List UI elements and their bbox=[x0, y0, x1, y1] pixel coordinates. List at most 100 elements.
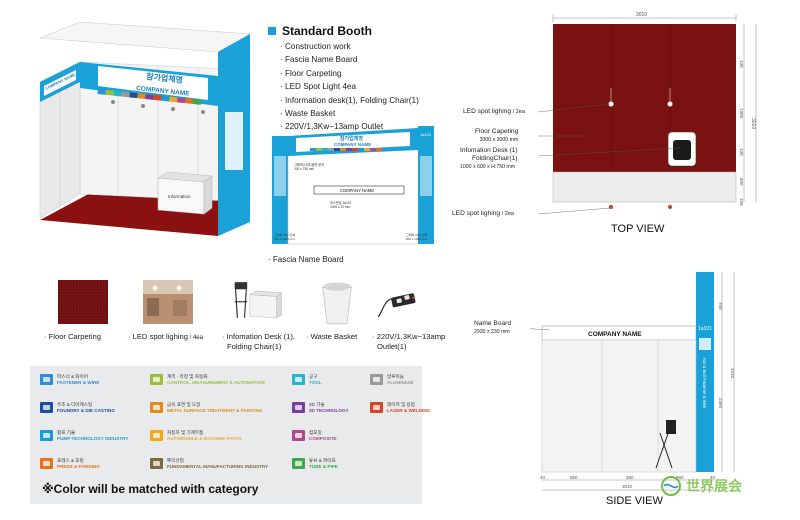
fascia-drawing-korean: 참가업체명 bbox=[340, 135, 363, 142]
side-name-board-text: Name Board bbox=[474, 320, 512, 327]
led-spot-photo bbox=[143, 280, 193, 324]
item-label-line2: Folding Chair(1) bbox=[227, 342, 282, 351]
top-led-bottom-suffix: / 2ea bbox=[500, 211, 515, 217]
category-korean: 파스너 & 와이어 bbox=[57, 374, 88, 379]
side-dim-0: 40 bbox=[540, 475, 546, 480]
top-led-bottom-text: LED spot lighing bbox=[452, 210, 501, 217]
top-led-bottom-label: LED spot lighing / 2ea bbox=[452, 210, 514, 218]
standard-booth-title: Standard Booth bbox=[268, 24, 372, 38]
side-view-title: SIDE VIEW bbox=[606, 495, 663, 507]
top-view-title: TOP VIEW bbox=[611, 223, 665, 235]
item-caption-desk: · Infomation Desk (1),Folding Chair(1) bbox=[222, 332, 296, 351]
category-icon bbox=[370, 374, 383, 386]
brand-logo: 世界展会 bbox=[660, 472, 784, 500]
list-item: Construction work bbox=[280, 40, 419, 53]
category-icon bbox=[292, 458, 305, 470]
top-right-seg-3: 600 bbox=[739, 178, 744, 186]
category-korean: 튜브 & 파이프 bbox=[309, 458, 336, 463]
category-english: COMPOSITE bbox=[309, 435, 337, 441]
note-mid-1: 부스번호 3a101 bbox=[330, 200, 352, 205]
note-bottom-right-2: 600 x 1000 mm bbox=[406, 237, 427, 241]
category-korean: 컴포짓 bbox=[309, 430, 322, 435]
category-korean: 3D 기술 bbox=[309, 402, 325, 407]
category-korean: 공구 bbox=[309, 374, 318, 379]
item-label: 220V/1,3Kw−13amp bbox=[376, 332, 446, 341]
item-caption-led: · LED spot lighing / 4ea bbox=[128, 332, 203, 341]
category-icon bbox=[370, 402, 383, 414]
category-english: AUTOMOBILE & MACHINE PARTS bbox=[167, 435, 242, 441]
category-icon bbox=[292, 374, 305, 386]
waste-basket-image bbox=[322, 282, 352, 325]
fascia-booth-number: 1a101 bbox=[420, 132, 432, 137]
category-english: TUBE & PIPE bbox=[309, 463, 338, 469]
top-width-dim: 3010 bbox=[636, 12, 647, 18]
standard-booth-list: Construction work Fascia Name Board Floo… bbox=[280, 40, 419, 134]
item-caption-carpet: · Floor Carpeting bbox=[44, 332, 101, 341]
note-bottom-left-1: 그래픽 하단 인쇄 bbox=[274, 232, 295, 237]
top-led-label: LED spot lighing / 2ea bbox=[463, 108, 525, 116]
list-item: Fascia Name Board bbox=[280, 53, 419, 66]
category-english: CONTROL, MEASUREMENT & AUTOMATION bbox=[167, 379, 265, 385]
side-dim-1: 950 bbox=[570, 475, 578, 480]
category-english: ALUMINIUM bbox=[387, 379, 414, 385]
category-english: TOOL bbox=[309, 379, 322, 385]
category-note: ※Color will be matched with category bbox=[42, 482, 259, 496]
note-left-1: 그래픽스위치출력 문자 bbox=[294, 162, 324, 167]
fascia-drawing-company: COMPANY NAME bbox=[334, 142, 371, 147]
side-dim-4: 40 bbox=[710, 475, 716, 480]
category-english: FASTENER & WIRE bbox=[57, 379, 100, 385]
list-item: LED Spot Light 4ea bbox=[280, 80, 419, 93]
side-name-board-size: 2930 x 230 mm bbox=[474, 329, 510, 335]
fascia-korean-text: 참가업체명 bbox=[146, 71, 184, 85]
power-outlet-image bbox=[377, 293, 416, 318]
note-bottom-right-1: 그래픽 하단 인쇄 bbox=[406, 232, 427, 237]
top-right-seg-2: 100 bbox=[739, 148, 744, 156]
category-icon bbox=[150, 430, 163, 442]
side-booth-number: 1a101 bbox=[698, 326, 712, 332]
category-korean: 주조 & 다이캐스팅 bbox=[57, 402, 93, 407]
side-view-drawing: 1a101 Nut & Bolt Fastener & Wire COMPANY… bbox=[530, 272, 735, 491]
top-right-dim: 3010 bbox=[750, 118, 756, 129]
top-desk-size: 1000 x 600 x H:750 mm bbox=[460, 164, 516, 170]
top-desk-label: Infomation Desk (1)FoldingChair(1)1000 x… bbox=[460, 147, 518, 171]
note-left-2: 200 x 750 mm bbox=[294, 167, 315, 171]
top-floor-label-text: Floor Capeting bbox=[475, 128, 519, 135]
top-led-label-text: LED spot lighing bbox=[463, 108, 512, 115]
title-bullet-square bbox=[268, 27, 276, 35]
logo-text: 世界展会 bbox=[686, 478, 742, 494]
category-icon bbox=[150, 374, 163, 386]
info-desk-chair-image bbox=[234, 282, 282, 319]
side-dim-2: 350 bbox=[626, 475, 634, 480]
item-label-line2: Outlet(1) bbox=[377, 342, 407, 351]
category-korean: 계측 · 측정 및 자동화 bbox=[167, 374, 208, 379]
category-english: PRESS & FORGING bbox=[57, 463, 100, 469]
list-item: 220V/1,3Kw−13amp Outlet bbox=[280, 120, 419, 133]
item-label-suffix: / 4ea bbox=[187, 335, 203, 341]
category-korean: 뿌리산업 bbox=[167, 458, 184, 463]
booth-3d-illustration: 참가업체명 COMPANY NAME COMPANY NAME Informat… bbox=[39, 22, 252, 236]
top-right-seg-1: 1900 bbox=[739, 108, 744, 119]
